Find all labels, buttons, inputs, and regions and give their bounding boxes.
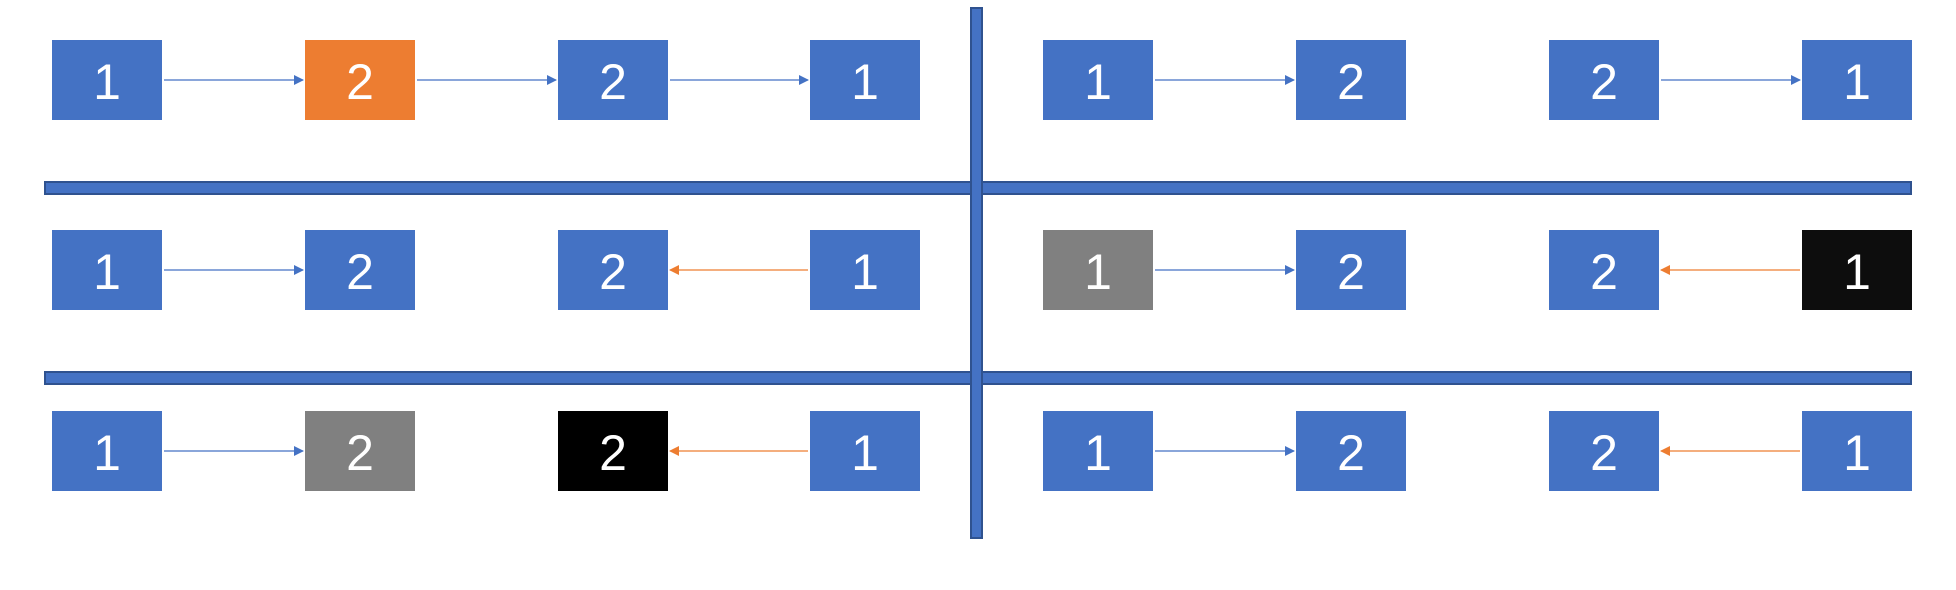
panel-top-left: 1 2 2 1 xyxy=(52,40,920,120)
state-label-bottom-right-2: 2 xyxy=(1590,425,1618,481)
state-box-middle-right-2 xyxy=(1549,230,1659,310)
state-label-top-left-3: 1 xyxy=(851,54,879,110)
state-label-middle-left-3: 1 xyxy=(851,244,879,300)
panel-top-right: 1 2 2 1 xyxy=(1043,40,1912,120)
state-label-top-right-0: 1 xyxy=(1084,54,1112,110)
panel-bottom-left: 1 2 2 1 xyxy=(52,411,920,491)
state-label-top-right-1: 2 xyxy=(1337,54,1365,110)
state-box-bottom-right-1 xyxy=(1296,411,1406,491)
state-label-top-right-2: 2 xyxy=(1590,54,1618,110)
panel-middle-left: 1 2 2 1 xyxy=(52,230,920,310)
state-box-top-left-2 xyxy=(558,40,668,120)
state-box-top-right-0 xyxy=(1043,40,1153,120)
state-label-bottom-right-0: 1 xyxy=(1084,425,1112,481)
state-label-middle-right-3: 1 xyxy=(1843,244,1871,300)
state-box-middle-left-2 xyxy=(558,230,668,310)
state-box-middle-right-1 xyxy=(1296,230,1406,310)
state-label-bottom-right-1: 2 xyxy=(1337,425,1365,481)
state-label-top-left-2: 2 xyxy=(599,54,627,110)
state-label-bottom-right-3: 1 xyxy=(1843,425,1871,481)
state-label-bottom-left-1: 2 xyxy=(346,425,374,481)
diagram-content: 1 2 2 1 1 2 2 1 1 2 2 1 1 2 2 1 1 2 2 1 1 2 2 1 xyxy=(52,40,1912,491)
state-box-top-right-1 xyxy=(1296,40,1406,120)
state-label-middle-left-0: 1 xyxy=(93,244,121,300)
state-box-bottom-left-1 xyxy=(305,411,415,491)
state-label-top-right-3: 1 xyxy=(1843,54,1871,110)
panel-middle-right: 1 2 2 1 xyxy=(1043,230,1912,310)
state-box-bottom-right-2 xyxy=(1549,411,1659,491)
state-box-bottom-right-3 xyxy=(1802,411,1912,491)
state-label-middle-right-2: 2 xyxy=(1590,244,1618,300)
state-box-top-left-3 xyxy=(810,40,920,120)
state-box-top-right-3 xyxy=(1802,40,1912,120)
state-label-bottom-left-0: 1 xyxy=(93,425,121,481)
state-label-middle-right-0: 1 xyxy=(1084,244,1112,300)
vertical-divider xyxy=(970,7,983,539)
state-label-middle-left-2: 2 xyxy=(599,244,627,300)
state-box-middle-right-3 xyxy=(1802,230,1912,310)
state-box-top-left-0 xyxy=(52,40,162,120)
state-label-bottom-left-3: 1 xyxy=(851,425,879,481)
state-box-middle-left-0 xyxy=(52,230,162,310)
state-box-bottom-left-0 xyxy=(52,411,162,491)
state-box-bottom-left-2 xyxy=(558,411,668,491)
state-label-top-left-0: 1 xyxy=(93,54,121,110)
panel-bottom-right: 1 2 2 1 xyxy=(1043,411,1912,491)
state-box-top-right-2 xyxy=(1549,40,1659,120)
state-box-middle-left-1 xyxy=(305,230,415,310)
state-label-middle-right-1: 2 xyxy=(1337,244,1365,300)
state-box-middle-right-0 xyxy=(1043,230,1153,310)
state-box-middle-left-3 xyxy=(810,230,920,310)
state-label-bottom-left-2: 2 xyxy=(599,425,627,481)
state-box-top-left-1 xyxy=(305,40,415,120)
state-label-middle-left-1: 2 xyxy=(346,244,374,300)
state-box-bottom-left-3 xyxy=(810,411,920,491)
state-label-top-left-1: 2 xyxy=(346,54,374,110)
state-box-bottom-right-0 xyxy=(1043,411,1153,491)
